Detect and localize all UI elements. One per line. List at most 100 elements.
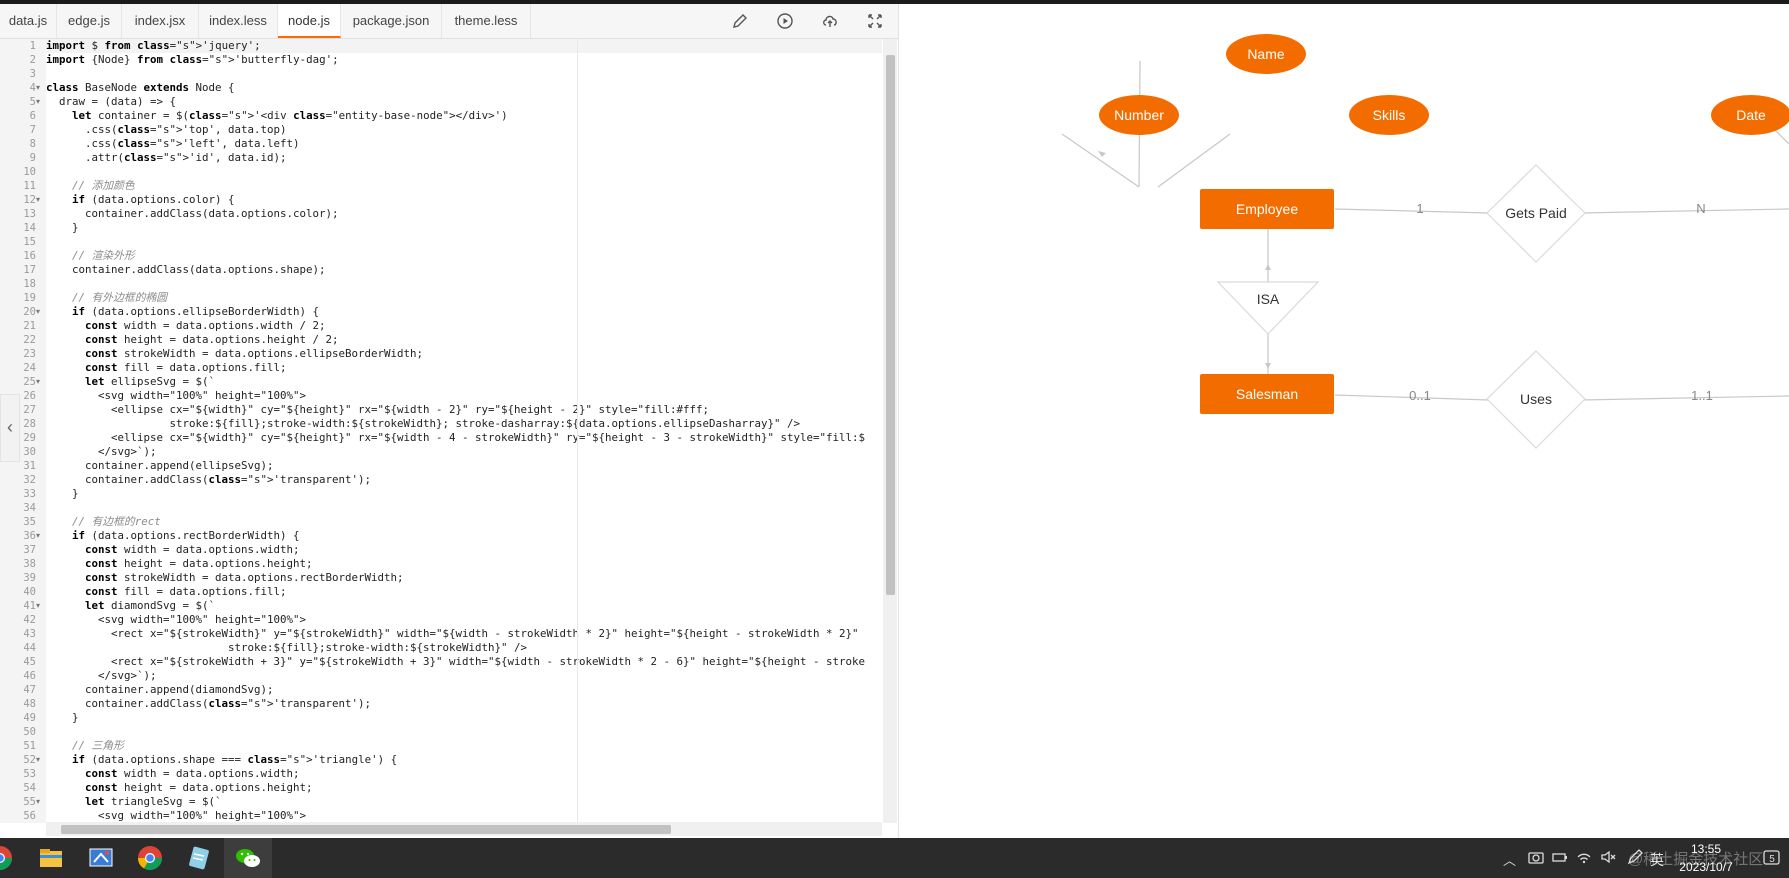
line-number: 34 [23, 502, 36, 514]
code-line: let container = $(class="s">'<div class=… [72, 109, 508, 122]
line-number: 21 [23, 320, 36, 332]
horizontal-scroll-thumb[interactable] [61, 825, 671, 834]
tab-data-js[interactable]: data.js [0, 4, 57, 38]
tab-package-json[interactable]: package.json [341, 4, 442, 38]
code-line: if (data.options.color) { [72, 193, 235, 206]
wechat-icon[interactable] [234, 844, 262, 872]
code-line: const height = data.options.height; [85, 781, 313, 794]
line-number: 1 [29, 40, 36, 52]
code-line: .css(class="s">'top', data.top) [46, 123, 287, 136]
tab-theme-less[interactable]: theme.less [442, 4, 531, 38]
attribute-date[interactable]: Date [1711, 95, 1789, 135]
chevron-up-icon[interactable]: ︿ [1503, 853, 1517, 868]
relation-uses-label: Uses [1520, 391, 1552, 407]
code-line: // 有边框的rect [46, 515, 161, 528]
fold-arrow-icon[interactable]: ▾ [36, 83, 41, 92]
tab-index-jsx[interactable]: index.jsx [122, 4, 199, 38]
tab-index-less[interactable]: index.less [199, 4, 278, 38]
vertical-scrollbar[interactable] [883, 39, 897, 823]
code-line: if (data.options.rectBorderWidth) { [72, 529, 300, 542]
code-area[interactable]: import $ from class="s">'jquery';import … [46, 39, 882, 823]
fold-arrow-icon[interactable]: ▾ [36, 377, 41, 386]
code-line: <rect x="${strokeWidth + 3}" y="${stroke… [46, 655, 866, 668]
entity-salesman[interactable]: Salesman [1200, 374, 1334, 414]
line-number: 48 [23, 698, 36, 710]
code-line: const width = data.options.width; [85, 767, 300, 780]
tab-node-js[interactable]: node.js [278, 4, 341, 38]
notification-icon[interactable]: 5 [1762, 848, 1782, 871]
clock-time: 13:55 [1690, 842, 1722, 856]
code-line: <ellipse cx="${width}" cy="${height}" rx… [46, 431, 866, 444]
fold-arrow-icon[interactable]: ▾ [36, 97, 41, 106]
code-line: container.append(diamondSvg); [46, 683, 274, 696]
fold-arrow-icon[interactable]: ▾ [36, 601, 41, 610]
code-line: container.addClass(class="s">'transparen… [46, 473, 372, 486]
relation-isa-shape[interactable] [1216, 281, 1320, 335]
line-number: 14 [23, 222, 36, 234]
horizontal-scrollbar[interactable] [46, 822, 882, 836]
cardinality-gets-paid-right: N [1696, 201, 1706, 216]
line-number: 11 [23, 180, 36, 192]
code-line: let triangleSvg = $(` [85, 795, 222, 808]
fold-arrow-icon[interactable]: ▾ [36, 531, 41, 540]
print-margin [577, 39, 578, 823]
diagram-canvas[interactable]: Name Number Skills Date Employee Salesma… [899, 4, 1789, 838]
edge-getspaid-right [1580, 208, 1789, 214]
code-line: if (data.options.shape === class="s">'tr… [72, 753, 398, 766]
line-number: 47 [23, 684, 36, 696]
notepad-icon[interactable] [185, 844, 213, 872]
wifi-icon[interactable] [1575, 848, 1593, 869]
file-explorer-icon[interactable] [37, 844, 65, 872]
line-number: 40 [23, 586, 36, 598]
code-line: // 三角形 [46, 739, 124, 752]
line-number: 41 [23, 600, 36, 612]
tab-edge-js[interactable]: edge.js [57, 4, 122, 38]
line-number: 24 [23, 362, 36, 374]
attribute-skills[interactable]: Skills [1349, 95, 1429, 135]
chrome-icon[interactable] [136, 844, 164, 872]
code-line: <ellipse cx="${width}" cy="${height}" rx… [46, 403, 710, 416]
system-clock[interactable]: 13:55 2023/10/7 [1670, 840, 1742, 876]
chrome-icon[interactable] [0, 844, 14, 872]
file-tab-bar: data.js edge.js index.jsx index.less nod… [0, 4, 898, 39]
attribute-name[interactable]: Name [1226, 34, 1306, 74]
code-line: const fill = data.options.fill; [85, 585, 287, 598]
edges-layer [1061, 60, 1789, 449]
pen-icon[interactable] [1626, 848, 1644, 869]
line-number: 46 [23, 670, 36, 682]
clock-date: 2023/10/7 [1679, 860, 1733, 874]
code-line: <svg width="100%" height="100%"> [46, 613, 307, 626]
camera-icon[interactable] [1527, 848, 1545, 869]
attribute-number[interactable]: Number [1099, 95, 1179, 135]
fold-arrow-icon[interactable]: ▾ [36, 307, 41, 316]
fold-arrow-icon[interactable]: ▾ [36, 797, 41, 806]
cardinality-uses-right: 1..1 [1691, 388, 1713, 403]
line-number: 33 [23, 488, 36, 500]
fullscreen-icon[interactable] [866, 12, 884, 30]
fold-arrow-icon[interactable]: ▾ [36, 755, 41, 764]
line-number: 27 [23, 404, 36, 416]
vertical-scroll-thumb[interactable] [886, 55, 895, 595]
snipping-tool-icon[interactable] [87, 844, 115, 872]
chevron-left-icon: ‹ [7, 417, 13, 437]
line-number: 3 [29, 68, 36, 80]
ime-indicator[interactable]: 英 [1650, 852, 1664, 868]
line-number: 18 [23, 278, 36, 290]
edit-icon[interactable] [731, 12, 749, 30]
relation-gets-paid-shape[interactable] [1486, 164, 1586, 263]
code-line: import $ from class="s">'jquery'; [46, 39, 261, 52]
code-line: const strokeWidth = data.options.ellipse… [85, 347, 424, 360]
relation-uses-shape[interactable] [1486, 350, 1586, 449]
play-icon[interactable] [776, 12, 794, 30]
line-number: 17 [23, 264, 36, 276]
line-number: 4 [29, 82, 36, 94]
cardinality-salesman-uses: 0..1 [1409, 388, 1431, 403]
volume-muted-icon[interactable] [1599, 848, 1617, 869]
fold-arrow-icon[interactable]: ▾ [36, 195, 41, 204]
line-number: 49 [23, 712, 36, 724]
line-number: 55 [23, 796, 36, 808]
upload-icon[interactable] [821, 12, 839, 30]
entity-employee[interactable]: Employee [1200, 189, 1334, 229]
battery-icon[interactable] [1551, 848, 1569, 869]
collapse-panel-button[interactable]: ‹ [0, 394, 20, 462]
